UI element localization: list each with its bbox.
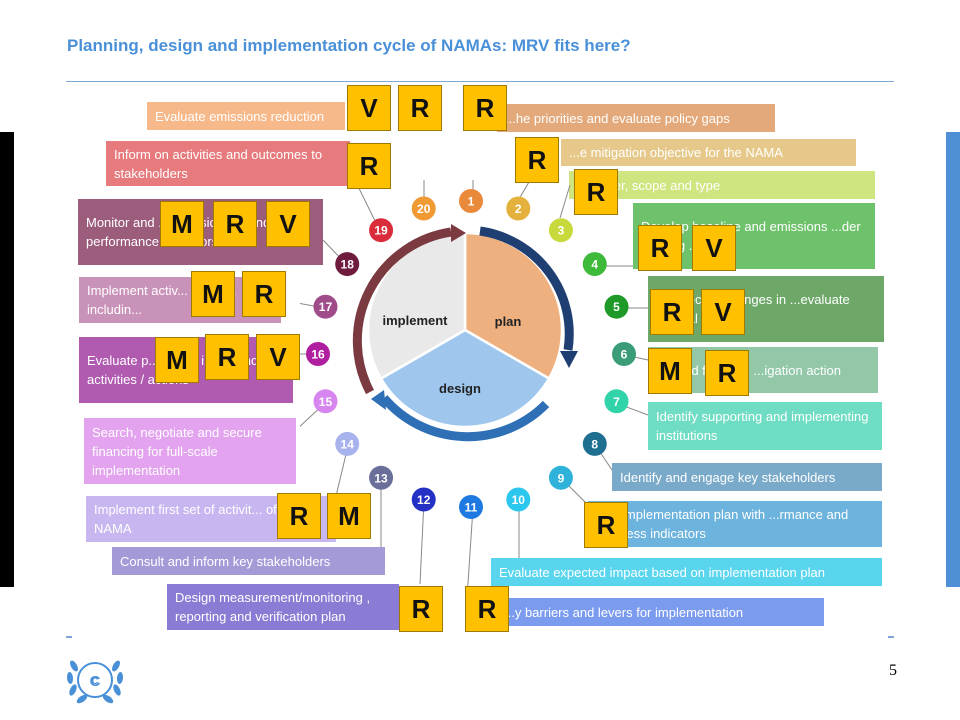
tag-r: R (205, 334, 249, 380)
tag-m: M (160, 201, 204, 247)
tag-v: V (256, 334, 300, 380)
step-number-4: 4 (591, 258, 598, 272)
step-box-engage-stakeholders: Identify and engage key stakeholders (612, 463, 882, 491)
design-label: design (439, 381, 481, 396)
tag-r: R (705, 350, 749, 396)
tag-r: R (584, 502, 628, 548)
nama-cycle-diagram: plan design implement 123456789101112131… (300, 180, 649, 599)
step-number-5: 5 (613, 300, 620, 314)
tag-r: R (465, 586, 509, 632)
bottom-left-tick (66, 636, 72, 638)
plan-label: plan (495, 314, 522, 329)
step-box-design-mrv-plan: Design measurement/monitoring , reportin… (167, 584, 399, 630)
tag-r: R (638, 225, 682, 271)
tag-r: R (463, 85, 507, 131)
tag-r: R (242, 271, 286, 317)
step-number-15: 15 (319, 395, 333, 409)
step-circle-18 (335, 252, 360, 277)
step-box-inform-stakeholders: Inform on activities and outcomes to sta… (106, 141, 350, 186)
tag-v: V (692, 225, 736, 271)
tag-r: R (515, 137, 559, 183)
tag-m: M (155, 337, 199, 383)
implement-arrowhead (451, 224, 466, 242)
unfccc-logo: C C (66, 660, 124, 704)
step-circle-1 (459, 189, 483, 213)
step-number-17: 17 (319, 300, 333, 314)
tag-r: R (347, 143, 391, 189)
svg-text:C: C (90, 673, 101, 690)
tag-r: R (650, 289, 694, 335)
tag-r: R (398, 85, 442, 131)
step-box-supporting-institutions: Identify supporting and implementing ins… (648, 402, 882, 450)
step-circle-15 (313, 389, 338, 414)
step-number-2: 2 (515, 202, 522, 216)
plan-arrowhead (560, 351, 578, 368)
page-number: 5 (889, 662, 897, 679)
tag-m: M (648, 348, 692, 394)
step-circle-19 (369, 218, 394, 243)
step-box-search-financing: Search, negotiate and secure financing f… (84, 418, 296, 484)
step-circle-11 (459, 495, 483, 519)
step-number-18: 18 (341, 258, 355, 272)
step-circle-9 (548, 465, 573, 490)
tag-r: R (399, 586, 443, 632)
step-circle-13 (369, 465, 394, 490)
step-circle-20 (411, 196, 436, 221)
implement-arrow (352, 227, 452, 395)
step-number-14: 14 (341, 437, 355, 451)
step-box-barriers-levers: ...y barriers and levers for implementat… (496, 598, 824, 626)
svg-text:C: C (92, 676, 99, 686)
step-circle-7 (604, 389, 629, 414)
plan-arrow (479, 226, 574, 351)
right-edge-bar (946, 132, 960, 587)
design-sector (379, 328, 551, 429)
step-number-10: 10 (512, 493, 526, 507)
step-number-13: 13 (374, 471, 388, 485)
step-circle-16 (306, 342, 330, 366)
step-number-9: 9 (558, 471, 565, 485)
tag-v: V (701, 289, 745, 335)
step-circle-12 (411, 487, 436, 512)
step-number-19: 19 (374, 224, 388, 238)
step-circle-14 (335, 431, 360, 456)
step-number-16: 16 (311, 348, 325, 362)
tag-m: M (327, 493, 371, 539)
left-edge-bar (0, 132, 14, 587)
design-arrow (380, 395, 550, 442)
tag-v: V (266, 201, 310, 247)
step-number-6: 6 (621, 348, 628, 362)
step-box-evaluate-expected-impact: Evaluate expected impact based on implem… (491, 558, 882, 586)
step-number-3: 3 (558, 224, 565, 238)
step-circle-17 (313, 294, 338, 319)
step-circle-2 (506, 196, 531, 221)
step-circle-6 (612, 342, 636, 366)
step-number-11: 11 (465, 501, 478, 515)
step-circle-8 (582, 431, 607, 456)
tag-m: M (191, 271, 235, 317)
tag-r: R (213, 201, 257, 247)
step-circle-4 (582, 252, 607, 277)
title-divider (66, 81, 894, 82)
design-arrowhead (371, 390, 386, 410)
step-circle-10 (506, 487, 531, 512)
step-circle-3 (548, 218, 573, 243)
step-number-1: 1 (468, 195, 475, 209)
bottom-right-tick (888, 636, 894, 638)
step-circle-5 (604, 294, 629, 319)
step-box-priorities-policy-gaps: ...he priorities and evaluate policy gap… (497, 104, 775, 132)
tag-r: R (574, 169, 618, 215)
tag-v: V (347, 85, 391, 131)
step-box-mitigation-objective: ...e mitigation objective for the NAMA (561, 139, 856, 166)
step-number-7: 7 (613, 395, 620, 409)
step-number-8: 8 (591, 437, 598, 451)
step-box-consult-stakeholders: Consult and inform key stakeholders (112, 547, 385, 575)
step-number-20: 20 (417, 202, 431, 216)
step-box-evaluate-emissions: Evaluate emissions reduction (147, 102, 345, 130)
step-number-12: 12 (417, 493, 431, 507)
implement-label: implement (382, 313, 448, 328)
tag-r: R (277, 493, 321, 539)
slide-title: Planning, design and implementation cycl… (67, 36, 631, 55)
